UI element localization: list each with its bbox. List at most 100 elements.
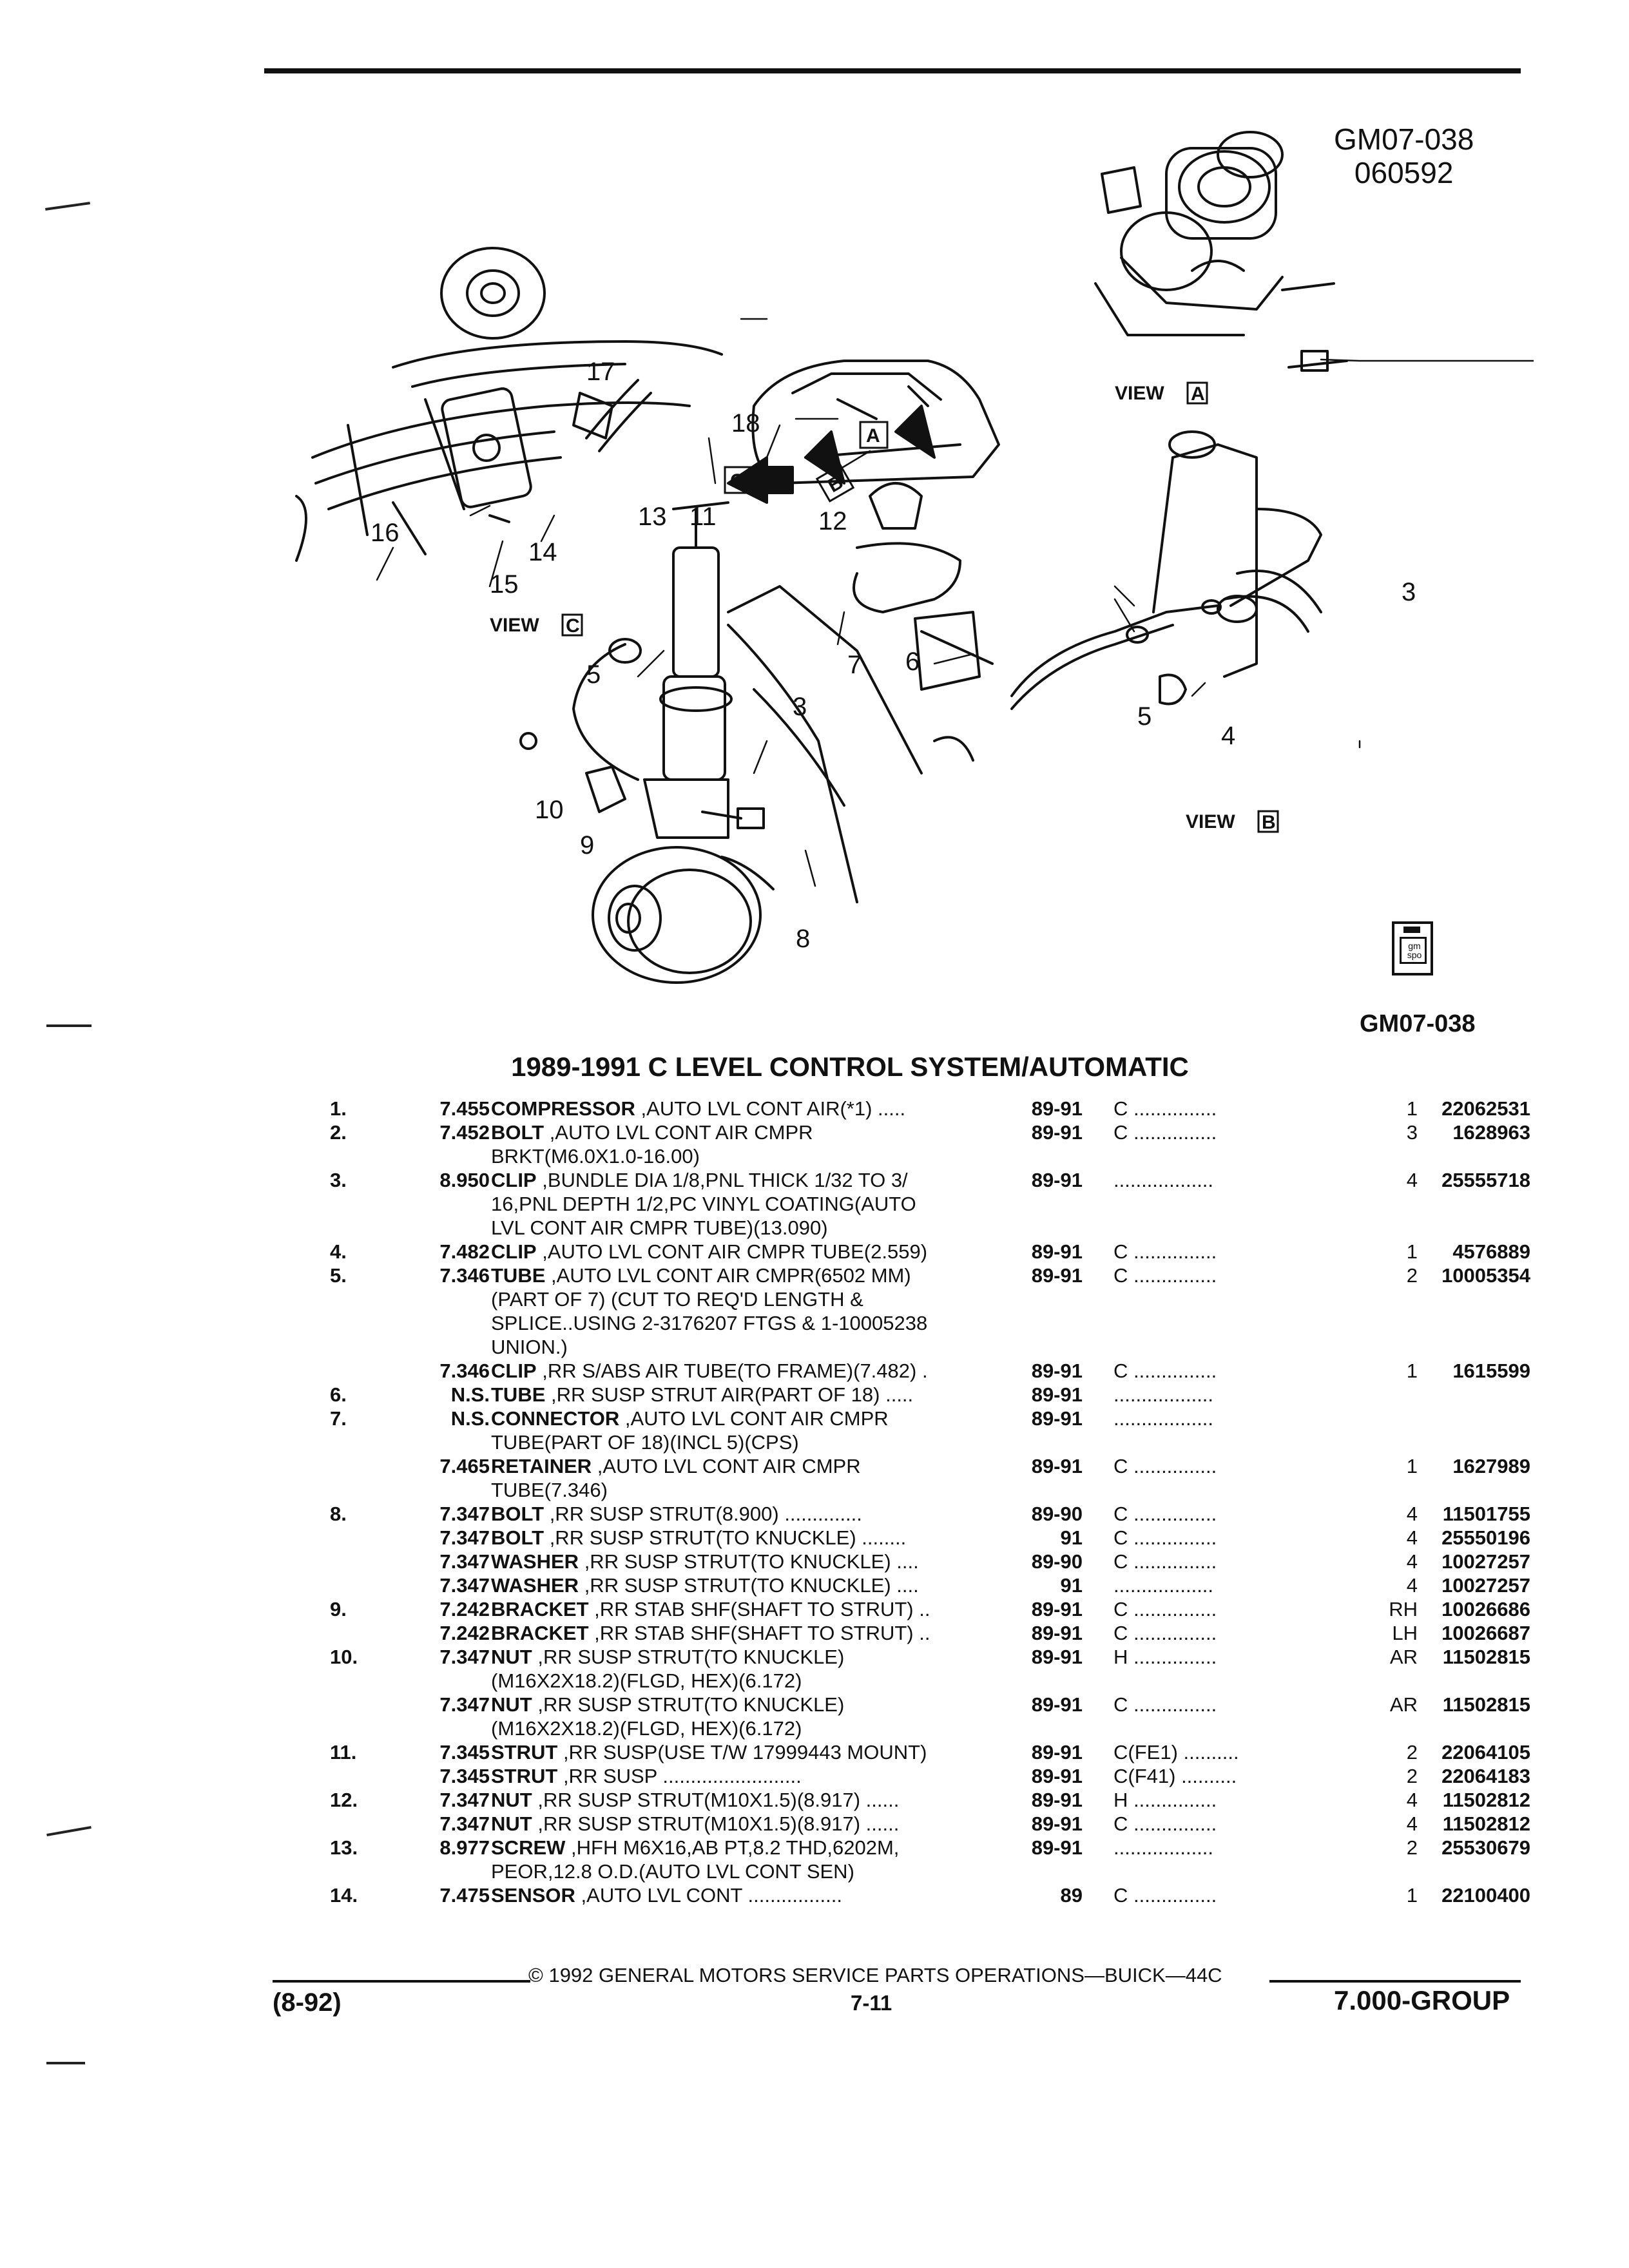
group-number: 7.347	[439, 1693, 490, 1716]
callout-7: 7	[847, 651, 862, 679]
scan-mark	[46, 2062, 85, 2064]
callout-10: 10	[535, 796, 564, 824]
part-detail: ,RR STAB SHF(SHAFT TO STRUT) ..	[588, 1598, 930, 1620]
callout-15: 15	[490, 570, 519, 599]
part-number: 10026686	[1441, 1598, 1530, 1620]
quantity: AR	[1389, 1646, 1418, 1668]
part-number: 22062531	[1441, 1097, 1530, 1120]
part-number: 25550196	[1441, 1526, 1530, 1549]
part-detail: PEOR,12.8 O.D.(AUTO LVL CONT SEN)	[491, 1860, 854, 1883]
part-number: 11502815	[1442, 1646, 1530, 1668]
part-description: SCREW ,HFH M6X16,AB PT,8.2 THD,6202M,	[491, 1836, 899, 1860]
group-number: 7.345	[439, 1765, 490, 1787]
group-number: 7.347	[439, 1503, 490, 1525]
part-description: WASHER ,RR SUSP STRUT(TO KNUCKLE) ....	[491, 1550, 919, 1573]
model-years: 89-91	[1031, 1121, 1083, 1144]
usage-code: C(F41) ..........	[1113, 1765, 1237, 1787]
part-description: STRUT ,RR SUSP .........................	[491, 1764, 802, 1788]
part-name: NUT	[491, 1693, 532, 1716]
quantity: 4	[1406, 1812, 1418, 1835]
model-years: 89-91	[1031, 1097, 1083, 1120]
callout-11: 11	[689, 503, 717, 531]
usage-code: C ...............	[1113, 1503, 1217, 1525]
model-years: 89-91	[1031, 1598, 1083, 1620]
model-years: 89-91	[1031, 1789, 1083, 1811]
part-name: BRACKET	[491, 1598, 589, 1620]
part-name: WASHER	[491, 1574, 579, 1597]
figure-code-line1: GM07-038	[1334, 122, 1474, 156]
part-detail: UNION.)	[491, 1336, 568, 1358]
quantity: AR	[1389, 1693, 1418, 1716]
part-name: CLIP	[491, 1360, 537, 1382]
gm-spo-logo: gm spo	[1392, 921, 1433, 975]
part-index: 9.	[330, 1598, 347, 1620]
part-detail: ,RR SUSP STRUT(TO KNUCKLE)	[532, 1693, 845, 1716]
quantity: LH	[1392, 1622, 1418, 1644]
part-number: 10026687	[1441, 1622, 1530, 1644]
model-years: 89-90	[1031, 1550, 1083, 1573]
part-name: CLIP	[491, 1169, 537, 1191]
group-number: 7.347	[439, 1574, 490, 1597]
part-index: 5.	[330, 1264, 347, 1287]
part-detail: ,RR SUSP STRUT(TO KNUCKLE) ........	[544, 1526, 907, 1549]
usage-code: C ...............	[1113, 1526, 1217, 1549]
part-index: 6.	[330, 1383, 347, 1406]
parts-row: 16,PNL DEPTH 1/2,PC VINYL COATING(AUTO	[322, 1192, 1534, 1216]
part-description: RETAINER ,AUTO LVL CONT AIR CMPR	[491, 1454, 861, 1478]
view-a-label: VIEW A	[1115, 381, 1208, 405]
model-years: 91	[1060, 1526, 1083, 1549]
part-description: BOLT ,RR SUSP STRUT(8.900) .............…	[491, 1502, 862, 1526]
usage-code: C ...............	[1113, 1884, 1217, 1907]
model-years: 89-91	[1031, 1383, 1083, 1406]
model-years: 89-91	[1031, 1646, 1083, 1668]
quantity: 4	[1406, 1550, 1418, 1573]
parts-row: (M16X2X18.2)(FLGD, HEX)(6.172)	[322, 1669, 1534, 1693]
quantity: 4	[1406, 1526, 1418, 1549]
footer-rule-left	[273, 1980, 530, 1983]
usage-code: C ...............	[1113, 1622, 1217, 1644]
model-years: 89-91	[1031, 1169, 1083, 1191]
part-detail: (M16X2X18.2)(FLGD, HEX)(6.172)	[491, 1717, 802, 1740]
part-detail: ,BUNDLE DIA 1/8,PNL THICK 1/32 TO 3/	[536, 1169, 908, 1191]
part-detail: ,AUTO LVL CONT .................	[575, 1884, 842, 1907]
usage-code: C ...............	[1113, 1455, 1217, 1477]
air-tube-route	[1010, 604, 1219, 697]
callout-6: 6	[905, 648, 920, 676]
part-name: SCREW	[491, 1836, 566, 1859]
usage-code: C ...............	[1113, 1812, 1217, 1835]
usage-code: H ...............	[1113, 1789, 1217, 1811]
usage-code: C ...............	[1113, 1693, 1217, 1716]
part-description: CLIP ,RR S/ABS AIR TUBE(TO FRAME)(7.482)…	[491, 1359, 928, 1383]
brake-drum-hub	[592, 846, 775, 984]
part-description: TUBE(PART OF 18)(INCL 5)(CPS)	[491, 1430, 799, 1454]
callout-17: 17	[586, 358, 615, 386]
model-years: 91	[1060, 1574, 1083, 1597]
part-number: 22064105	[1441, 1741, 1530, 1763]
part-index: 3.	[330, 1169, 347, 1191]
figure-code-header: GM07-038 060592	[1334, 122, 1474, 189]
part-description: COMPRESSOR ,AUTO LVL CONT AIR(*1) .....	[491, 1097, 905, 1120]
group-number: 7.455	[439, 1097, 490, 1120]
callout-14: 14	[528, 538, 557, 566]
part-detail: LVL CONT AIR CMPR TUBE)(13.090)	[491, 1216, 828, 1239]
callout-8: 8	[796, 925, 810, 953]
part-description: BRKT(M6.0X1.0-16.00)	[491, 1144, 700, 1168]
quantity: 1	[1406, 1097, 1418, 1120]
quantity: 4	[1406, 1169, 1418, 1191]
part-name: BRACKET	[491, 1622, 589, 1644]
part-detail: ,RR SUSP STRUT AIR(PART OF 18) .....	[545, 1383, 914, 1406]
group-number: 7.346	[439, 1360, 490, 1382]
part-detail: ,RR STAB SHF(SHAFT TO STRUT) ..	[588, 1622, 930, 1644]
group-number: 7.346	[439, 1264, 490, 1287]
part-index: 4.	[330, 1240, 347, 1263]
part-detail: TUBE(PART OF 18)(INCL 5)(CPS)	[491, 1431, 799, 1454]
part-description: CLIP ,AUTO LVL CONT AIR CMPR TUBE(2.559)	[491, 1240, 927, 1264]
callout-12: 12	[818, 507, 847, 535]
